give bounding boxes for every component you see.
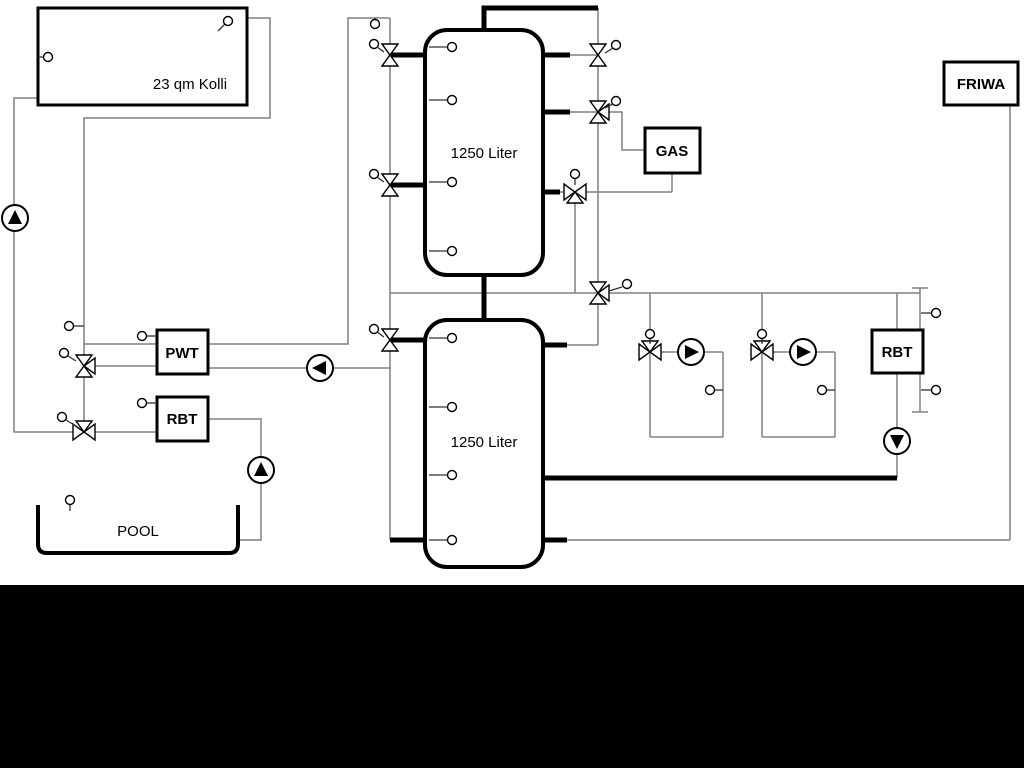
rbt-right-label: RBT — [882, 344, 913, 361]
pump-icon-pool — [247, 456, 275, 484]
actuator-stem — [604, 47, 614, 54]
piping-thick — [390, 5, 897, 543]
collector-label: 23 qm Kolli — [153, 76, 227, 93]
rbt-left-box — [155, 395, 210, 443]
pump-icon-pwt — [306, 354, 334, 382]
temp-sensor-icon — [136, 330, 148, 342]
pump-icon-circuit1 — [677, 338, 705, 366]
pipe-top-header — [481, 5, 598, 30]
friwa-label: FRIWA — [957, 76, 1005, 93]
valve-actuator-icon — [621, 278, 633, 290]
temp-sensor-icon — [446, 245, 458, 257]
actuator-stem — [67, 355, 77, 362]
valve-actuator-icon — [56, 411, 68, 423]
temp-sensor-icon — [42, 51, 54, 63]
valve-actuator-icon — [756, 328, 768, 340]
actuator-stem — [376, 331, 385, 338]
friwa-box — [942, 60, 1020, 107]
temp-sensor-icon — [369, 18, 381, 30]
three-way-valve-icon — [75, 354, 96, 378]
temp-sensor-icon — [446, 534, 458, 546]
tank-bottom-label: 1250 Liter — [451, 434, 518, 451]
temp-sensor-icon — [446, 401, 458, 413]
sensors — [38, 15, 942, 546]
actuator-stem — [65, 419, 77, 427]
pipe-collector-flow — [83, 17, 271, 432]
valve-actuator-icon — [569, 168, 581, 180]
temp-sensor-icon — [930, 384, 942, 396]
temp-sensor-icon — [446, 41, 458, 53]
pwt-label: PWT — [165, 345, 198, 362]
temp-sensor-icon — [446, 469, 458, 481]
actuator-stem — [376, 46, 385, 53]
actuator-stem — [604, 103, 614, 109]
sensor-stem — [217, 23, 226, 32]
buffer-tank-bottom — [423, 318, 545, 569]
actuator-stem — [376, 176, 385, 183]
solar-collector-box — [36, 6, 249, 107]
three-way-valve-icon — [563, 183, 587, 204]
gas-label: GAS — [656, 143, 689, 160]
three-way-valve-icon — [72, 420, 96, 441]
temp-sensor-icon — [816, 384, 828, 396]
pump-icon-circuit2 — [789, 338, 817, 366]
temp-sensor-icon — [64, 494, 76, 506]
valve-actuator-icon — [58, 347, 70, 359]
temp-sensor-icon — [446, 94, 458, 106]
valves — [56, 38, 774, 441]
actuator-stem — [608, 286, 623, 292]
temp-sensor-icon — [446, 332, 458, 344]
rbt-left-label: RBT — [167, 411, 198, 428]
buffer-tank-top — [423, 28, 545, 277]
temp-sensor-icon — [136, 397, 148, 409]
pipe-gas-flow — [570, 111, 645, 151]
gas-boiler-box — [643, 126, 702, 175]
pipe-collector-return — [13, 97, 157, 433]
pipe-pwt-out-upper — [208, 17, 390, 345]
pwt-box — [155, 328, 210, 376]
pump-icon-rbt — [883, 427, 911, 455]
valve-actuator-icon — [644, 328, 656, 340]
pool-label: POOL — [117, 523, 159, 540]
pump-icon-solar — [1, 204, 29, 232]
piping-thin — [13, 8, 1011, 541]
temp-sensor-icon — [704, 384, 716, 396]
rbt-right-box — [870, 328, 925, 375]
tank-top-label: 1250 Liter — [451, 145, 518, 162]
temp-sensor-icon — [446, 176, 458, 188]
bottom-black-band — [0, 585, 1024, 768]
temp-sensor-icon — [63, 320, 75, 332]
temp-sensor-icon — [222, 15, 234, 27]
temp-sensor-icon — [930, 307, 942, 319]
pool-basin — [36, 505, 240, 555]
